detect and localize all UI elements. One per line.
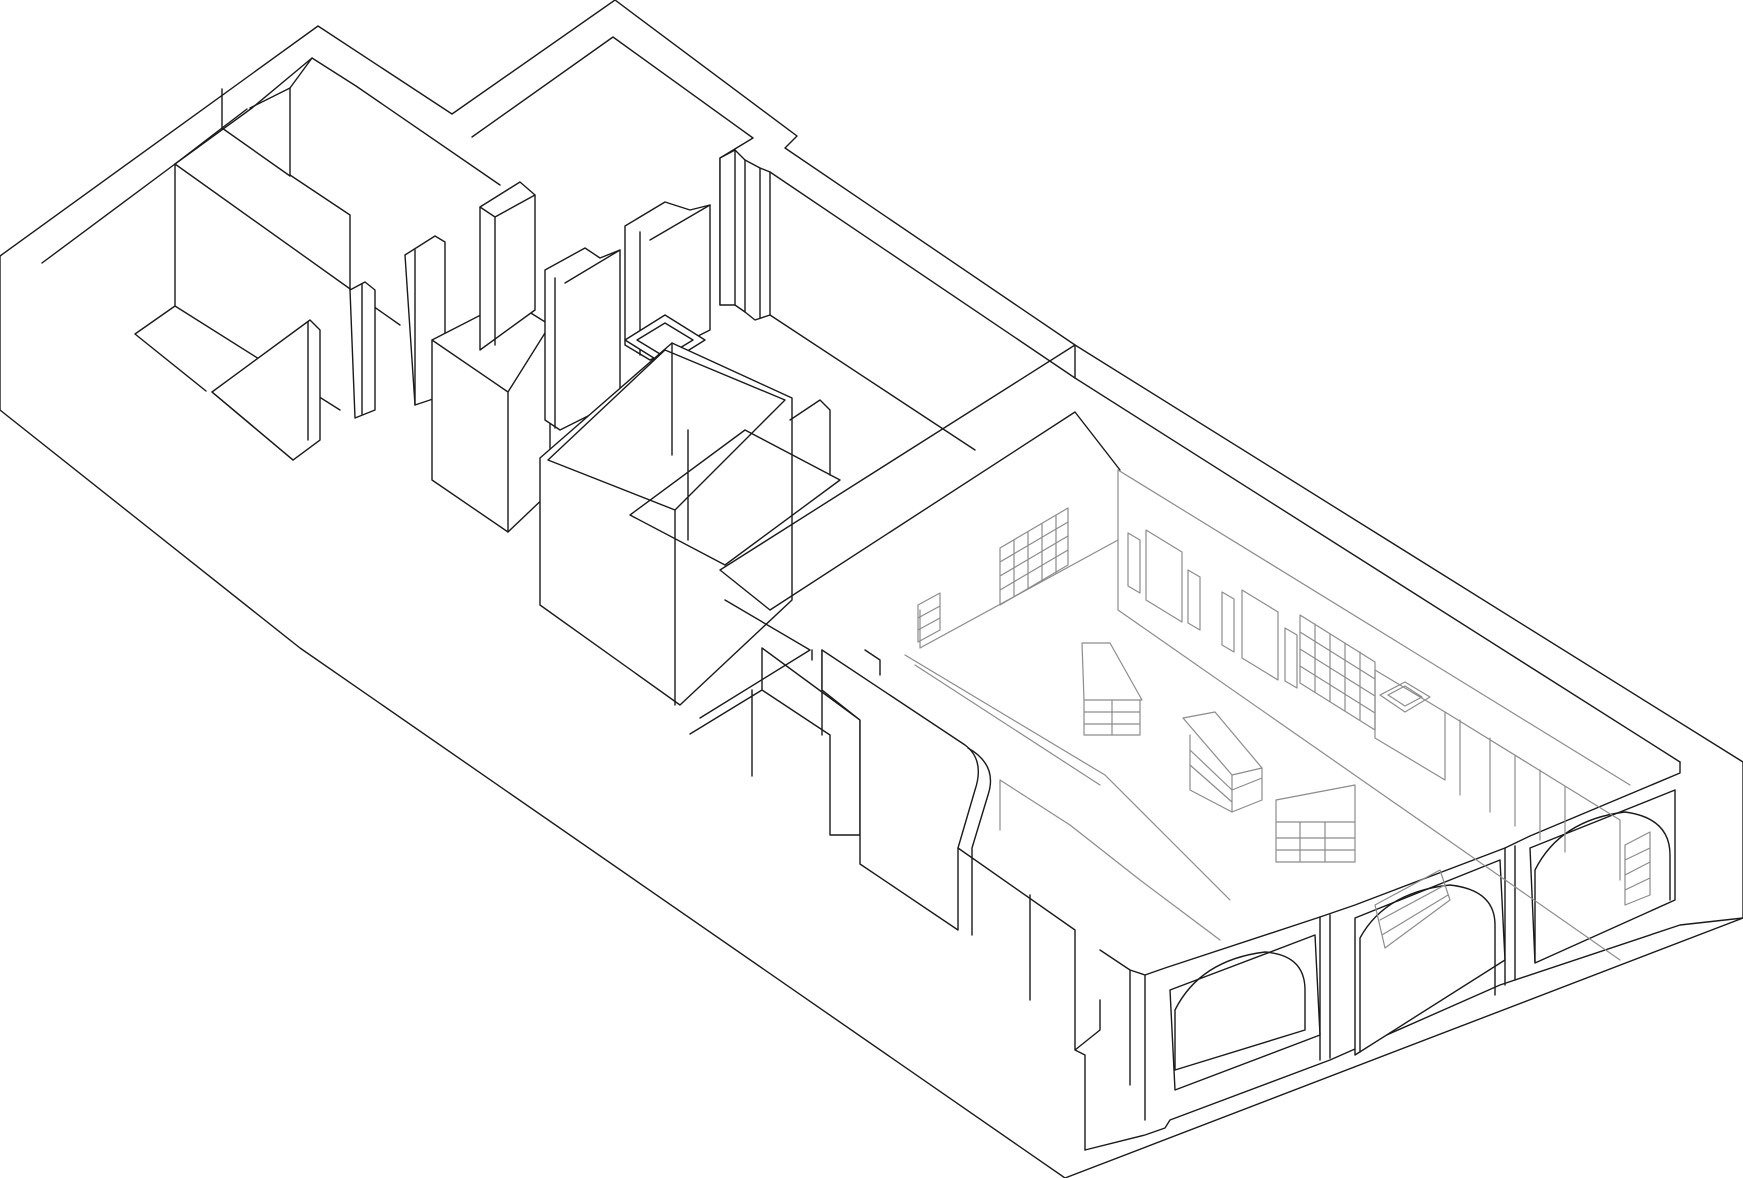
left-shelf-small bbox=[917, 592, 941, 643]
left-small-closet bbox=[211, 319, 321, 461]
front-double-box-cells bbox=[547, 342, 841, 706]
left-rooms bbox=[134, 57, 446, 461]
right-wall-panels bbox=[1444, 711, 1621, 881]
arch-curve-1 bbox=[1174, 951, 1306, 1071]
wall-frame-6 bbox=[1284, 627, 1298, 689]
arched-facade bbox=[1084, 761, 1743, 1151]
central-blocks bbox=[431, 149, 841, 706]
back-wall-outline bbox=[1117, 469, 1631, 961]
outer-top-perimeter bbox=[0, 0, 1743, 763]
arch-opening-3 bbox=[1529, 789, 1676, 964]
curved-wall-edge bbox=[967, 747, 992, 936]
facade-top bbox=[1144, 761, 1681, 976]
small-shaft-inner bbox=[636, 322, 694, 358]
wall-frame-3 bbox=[1187, 569, 1201, 631]
wall-frame-4 bbox=[1221, 591, 1235, 653]
central-prism-top bbox=[431, 324, 551, 533]
arch-curve-3 bbox=[1534, 811, 1671, 963]
outer-bottom-perimeter bbox=[0, 409, 1743, 1178]
column-b-edges bbox=[554, 249, 621, 429]
left-wall-shelving bbox=[999, 507, 1069, 606]
column-a-edges bbox=[479, 194, 536, 346]
front-small-tower bbox=[789, 399, 831, 476]
wall-shelving bbox=[1299, 614, 1376, 731]
front-rooms bbox=[689, 647, 1146, 1151]
corridor-floor bbox=[699, 599, 881, 719]
corridor-wall bbox=[699, 314, 1121, 719]
arch-opening-2 bbox=[1354, 859, 1506, 1056]
column-c bbox=[624, 201, 711, 361]
display-table-2 bbox=[1182, 711, 1263, 813]
left-room-divider bbox=[221, 87, 291, 177]
left-back-wall bbox=[919, 539, 1119, 649]
floor-ramp-edge bbox=[904, 654, 1231, 941]
display-table-1 bbox=[1081, 642, 1143, 736]
long-diagonal-wall bbox=[719, 314, 1121, 611]
pilaster-lines bbox=[734, 149, 761, 319]
arch-view-shelf bbox=[1374, 869, 1451, 949]
wall-frame-1 bbox=[1127, 532, 1141, 594]
arch-piers bbox=[1319, 845, 1516, 1061]
counter-with-sink bbox=[1374, 669, 1446, 781]
shop-interior bbox=[904, 469, 1651, 961]
front-base-wall bbox=[957, 847, 1146, 1151]
column-a bbox=[479, 181, 536, 351]
wall-frame-5 bbox=[1241, 589, 1279, 681]
left-small-closet-inner bbox=[211, 321, 309, 461]
front-room-partition bbox=[689, 647, 861, 836]
arch-view-shelf-2 bbox=[1624, 831, 1651, 906]
wall-frame-2 bbox=[1145, 529, 1183, 623]
curved-wall bbox=[821, 649, 979, 931]
display-table-3 bbox=[1275, 784, 1356, 863]
facade-base bbox=[1084, 917, 1743, 1151]
column-b bbox=[544, 247, 621, 431]
